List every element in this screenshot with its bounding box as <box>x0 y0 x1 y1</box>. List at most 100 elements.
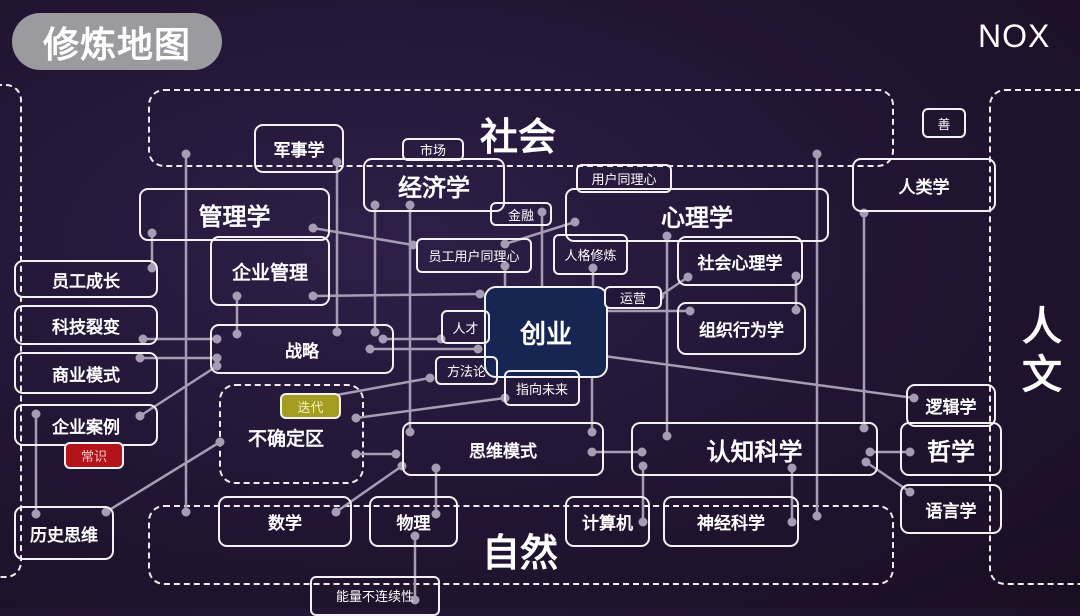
connector-dot <box>685 306 695 316</box>
uncertain-zone-label: 不确定区 <box>248 428 325 450</box>
connector-dot <box>351 449 361 459</box>
connector-dot <box>787 463 797 473</box>
node-cognitive-science[interactable]: 认知科学 <box>631 422 878 476</box>
connector-dot <box>331 507 341 517</box>
connector-dot <box>638 461 648 471</box>
connector-dot <box>308 223 318 233</box>
node-logic[interactable]: 逻辑学 <box>906 384 996 427</box>
connector-dot <box>405 200 415 210</box>
connector-dot <box>500 239 510 249</box>
node-thinking-model[interactable]: 思维模式 <box>402 422 604 476</box>
node-org-behavior[interactable]: 组织行为学 <box>677 302 806 355</box>
region-uncertain <box>219 384 364 484</box>
node-enterprise-management[interactable]: 企业管理 <box>210 236 330 306</box>
node-linguistics[interactable]: 语言学 <box>900 484 1002 534</box>
connector-dot <box>408 240 418 250</box>
node-economics[interactable]: 经济学 <box>363 158 505 212</box>
node-energy-discontinuity[interactable]: 能量不连续性 <box>310 576 440 616</box>
node-common-sense[interactable]: 常识 <box>64 442 124 469</box>
connector-dot <box>365 344 375 354</box>
connector-line <box>595 353 915 400</box>
connector-dot <box>787 517 797 527</box>
node-philosophy[interactable]: 哲学 <box>900 422 1002 476</box>
connector-dot <box>475 289 485 299</box>
connector-line <box>105 440 221 514</box>
node-good[interactable]: 善 <box>922 108 966 138</box>
node-neuroscience[interactable]: 神经科学 <box>663 496 799 547</box>
connector-dot <box>138 334 148 344</box>
connector-dot <box>500 261 510 271</box>
node-methodology[interactable]: 方法论 <box>435 356 498 385</box>
node-market[interactable]: 市场 <box>402 138 464 161</box>
connector-line <box>355 396 506 420</box>
connector-dot <box>378 334 388 344</box>
connector-dot <box>570 217 580 227</box>
node-employee-user-empathy[interactable]: 员工用户同理心 <box>416 238 532 273</box>
connector-dot <box>662 431 672 441</box>
connector-dot <box>391 449 401 459</box>
node-personality[interactable]: 人格修炼 <box>553 234 628 275</box>
connector-dot <box>905 447 915 457</box>
node-social-psychology[interactable]: 社会心理学 <box>677 236 803 286</box>
region-left <box>0 84 22 578</box>
node-anthropology[interactable]: 人类学 <box>852 158 996 212</box>
connector-dot <box>332 327 342 337</box>
node-psychology[interactable]: 心理学 <box>565 188 829 242</box>
connector-dot <box>232 291 242 301</box>
node-math[interactable]: 数学 <box>218 496 352 547</box>
node-computer[interactable]: 计算机 <box>565 496 650 547</box>
node-physics[interactable]: 物理 <box>369 496 458 547</box>
node-military[interactable]: 军事学 <box>254 124 344 173</box>
connector-dot <box>637 447 647 457</box>
connector-dot <box>135 411 145 421</box>
node-management[interactable]: 管理学 <box>139 188 330 241</box>
region-nature <box>148 505 894 585</box>
connector-dot <box>351 413 361 423</box>
connector-dot <box>215 437 225 447</box>
node-finance[interactable]: 金融 <box>490 202 552 226</box>
connector-dot <box>147 228 157 238</box>
node-user-empathy[interactable]: 用户同理心 <box>576 164 672 193</box>
node-business-model[interactable]: 商业模式 <box>14 352 158 394</box>
nox-logo: NOX <box>978 18 1051 54</box>
connector-dot <box>410 595 420 605</box>
connector-dot <box>181 507 191 517</box>
humanities-label-1: 人 <box>1022 304 1062 350</box>
connector-dot <box>812 149 822 159</box>
node-strategy[interactable]: 战略 <box>210 324 394 374</box>
connector-dot <box>181 149 191 159</box>
connector-dot <box>212 334 222 344</box>
connector-dot <box>587 427 597 437</box>
region-society <box>148 89 894 167</box>
node-tech-fission[interactable]: 科技裂变 <box>14 305 158 345</box>
node-future[interactable]: 指向未来 <box>504 370 580 406</box>
connector-dot <box>865 447 875 457</box>
node-employee-growth[interactable]: 员工成长 <box>14 260 158 298</box>
connector-line <box>504 220 576 246</box>
connector-dot <box>308 291 318 301</box>
connector-dot <box>425 373 435 383</box>
node-talent[interactable]: 人才 <box>441 310 490 344</box>
connector-dot <box>473 344 483 354</box>
connector-dot <box>232 329 242 339</box>
node-history-thinking[interactable]: 历史思维 <box>14 506 114 560</box>
connector-dot <box>537 207 547 217</box>
connector-dot <box>587 447 597 457</box>
connector-dot <box>812 511 822 521</box>
connector-dot <box>212 353 222 363</box>
node-startup[interactable]: 创业 <box>484 286 608 378</box>
node-case-study[interactable]: 企业案例 <box>14 404 158 446</box>
connector-dot <box>861 457 871 467</box>
connector-dot <box>431 509 441 519</box>
region-humanities <box>989 89 1080 585</box>
connector-dot <box>909 393 919 403</box>
connector-dot <box>431 463 441 473</box>
connector-dot <box>662 231 672 241</box>
node-operations[interactable]: 运营 <box>604 286 662 309</box>
connector-dot <box>638 517 648 527</box>
connector-dot <box>410 531 420 541</box>
page-title: 修炼地图 <box>12 13 222 70</box>
node-iterate[interactable]: 迭代 <box>280 393 341 419</box>
connector-dot <box>370 327 380 337</box>
connector-dot <box>588 263 598 273</box>
